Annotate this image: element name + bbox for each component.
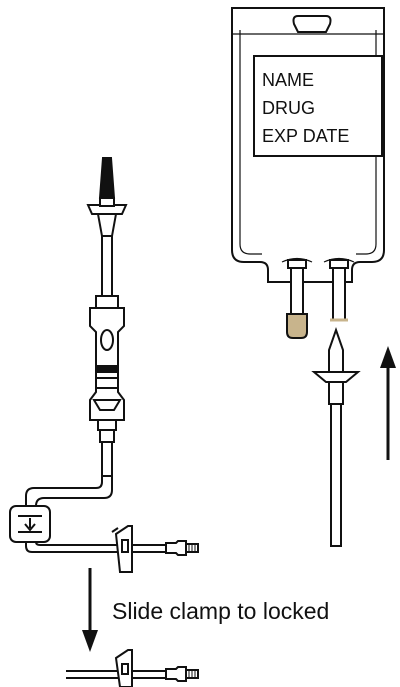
- lower-tubing: [101, 441, 113, 477]
- distal-tubing: [25, 542, 170, 553]
- bag-label-name: NAME: [262, 70, 314, 90]
- spike: [311, 326, 361, 547]
- tubing-loop: [25, 476, 103, 506]
- tubing-loop: [35, 476, 113, 507]
- iv-bag: [231, 7, 385, 339]
- bag-hanger-hole: [292, 15, 332, 33]
- bag-port-right: [329, 259, 349, 322]
- set-spike-cap: [98, 157, 116, 199]
- spike-tubing: [330, 403, 342, 547]
- luer-lock-upper: [165, 540, 199, 556]
- chamber-connector: [99, 429, 115, 443]
- drip-chamber: [89, 295, 125, 421]
- spike-tip: [328, 326, 344, 373]
- roller-clamp-arrow: [24, 518, 36, 532]
- bag-ridge: [323, 257, 355, 263]
- distal-tubing: [35, 541, 170, 546]
- iv-bag-inner-edge: [239, 30, 262, 255]
- locked-clamp-assembly: [66, 649, 199, 687]
- clamp-instruction-text: Slide clamp to locked: [112, 598, 329, 624]
- spike-shaft: [328, 381, 344, 405]
- port-cap: [286, 313, 308, 339]
- set-spike-neck: [96, 213, 118, 237]
- bag-label-box: [253, 55, 383, 157]
- bag-label-text: NAME DRUG EXP DATE: [262, 70, 349, 146]
- administration-set: [9, 157, 199, 573]
- arrow-up: [380, 346, 396, 460]
- iv-bag-inner-edge: [356, 30, 377, 255]
- arrow-down: [82, 568, 98, 652]
- luer-lock-lower: [165, 666, 199, 682]
- roller-clamp: [9, 505, 51, 543]
- slide-clamp-locked: [114, 649, 133, 687]
- slide-clamp-open: [111, 525, 133, 573]
- bag-port-left: [286, 259, 308, 339]
- bag-label-exp-date: EXP DATE: [262, 126, 349, 146]
- spike-flange: [311, 371, 361, 383]
- upper-tubing: [101, 235, 113, 297]
- bag-ridge: [281, 257, 313, 263]
- set-spike-body: [99, 197, 115, 207]
- bag-label-drug: DRUG: [262, 98, 315, 118]
- chamber-connector: [97, 419, 117, 431]
